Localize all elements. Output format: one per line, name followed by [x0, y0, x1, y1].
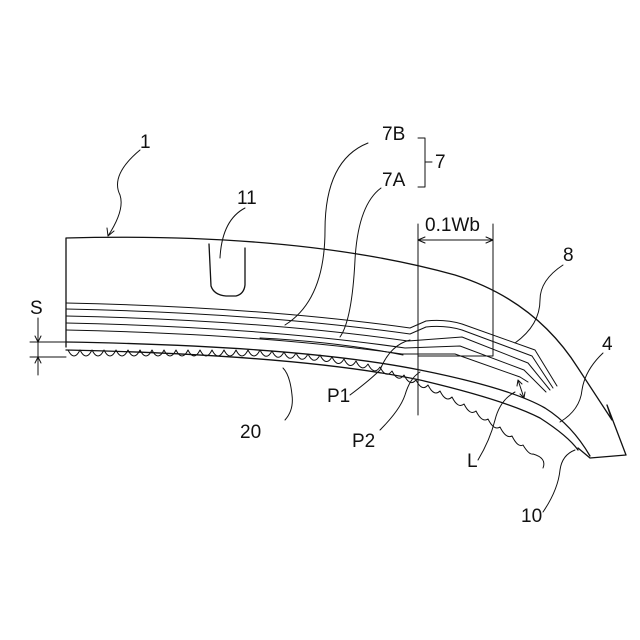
label-band: 8 [563, 245, 574, 266]
thickness-marker [30, 318, 66, 375]
label-point2: P2 [352, 431, 375, 452]
belt-plies [66, 303, 557, 392]
label-inner-layer: 20 [240, 422, 261, 443]
label-point1: P1 [327, 386, 350, 407]
label-distance: L [467, 451, 478, 472]
label-width-marker: 0.1Wb [425, 215, 480, 236]
label-thickness: S [30, 298, 43, 319]
label-inner-liner: 10 [521, 506, 542, 527]
label-belt-group: 7 [435, 152, 446, 173]
label-groove: 11 [237, 188, 257, 209]
label-belt-outer: 7B [382, 124, 405, 145]
tread-outline [66, 237, 626, 458]
inner-liner-line [66, 350, 578, 450]
label-tire: 1 [140, 132, 151, 153]
label-carcass: 4 [602, 334, 613, 355]
leader-lines [107, 138, 603, 512]
label-belt-inner: 7A [382, 170, 406, 191]
groove [209, 244, 245, 296]
